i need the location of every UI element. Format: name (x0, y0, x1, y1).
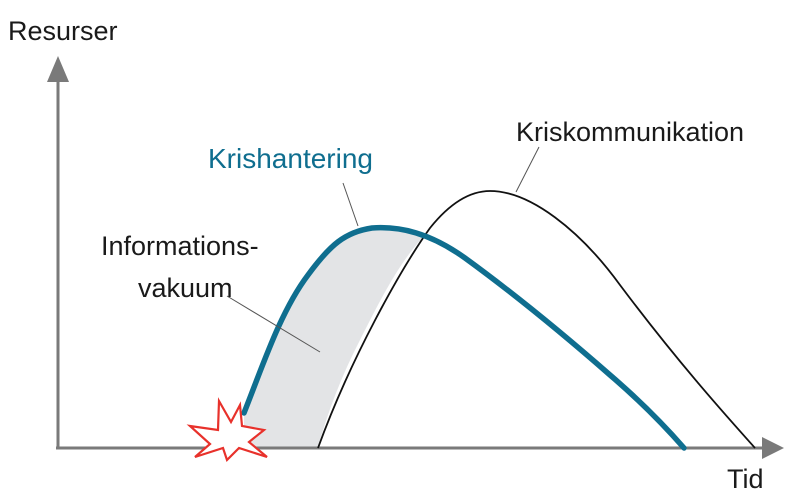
crisis-management-curve (241, 224, 687, 451)
information-vacuum-label-line1: Informations- (101, 231, 259, 261)
y-axis-label: Resurser (8, 16, 118, 46)
crisis-communication-label: Kriskommunikation (516, 117, 744, 147)
crisis-management-label: Krishantering (208, 143, 373, 174)
x-axis-label: Tid (727, 464, 764, 493)
x-axis-arrow-icon (762, 437, 784, 459)
information-vacuum-leader-line (226, 295, 321, 353)
explosion-icon (186, 397, 268, 463)
information-vacuum-area (244, 228, 427, 448)
crisis-management-leader-line (342, 182, 359, 227)
information-vacuum-label-line2: vakuum (138, 273, 233, 303)
crisis-communication-curve (317, 190, 756, 449)
crisis-communication-leader-line (515, 146, 540, 193)
y-axis-arrow-icon (47, 56, 69, 82)
